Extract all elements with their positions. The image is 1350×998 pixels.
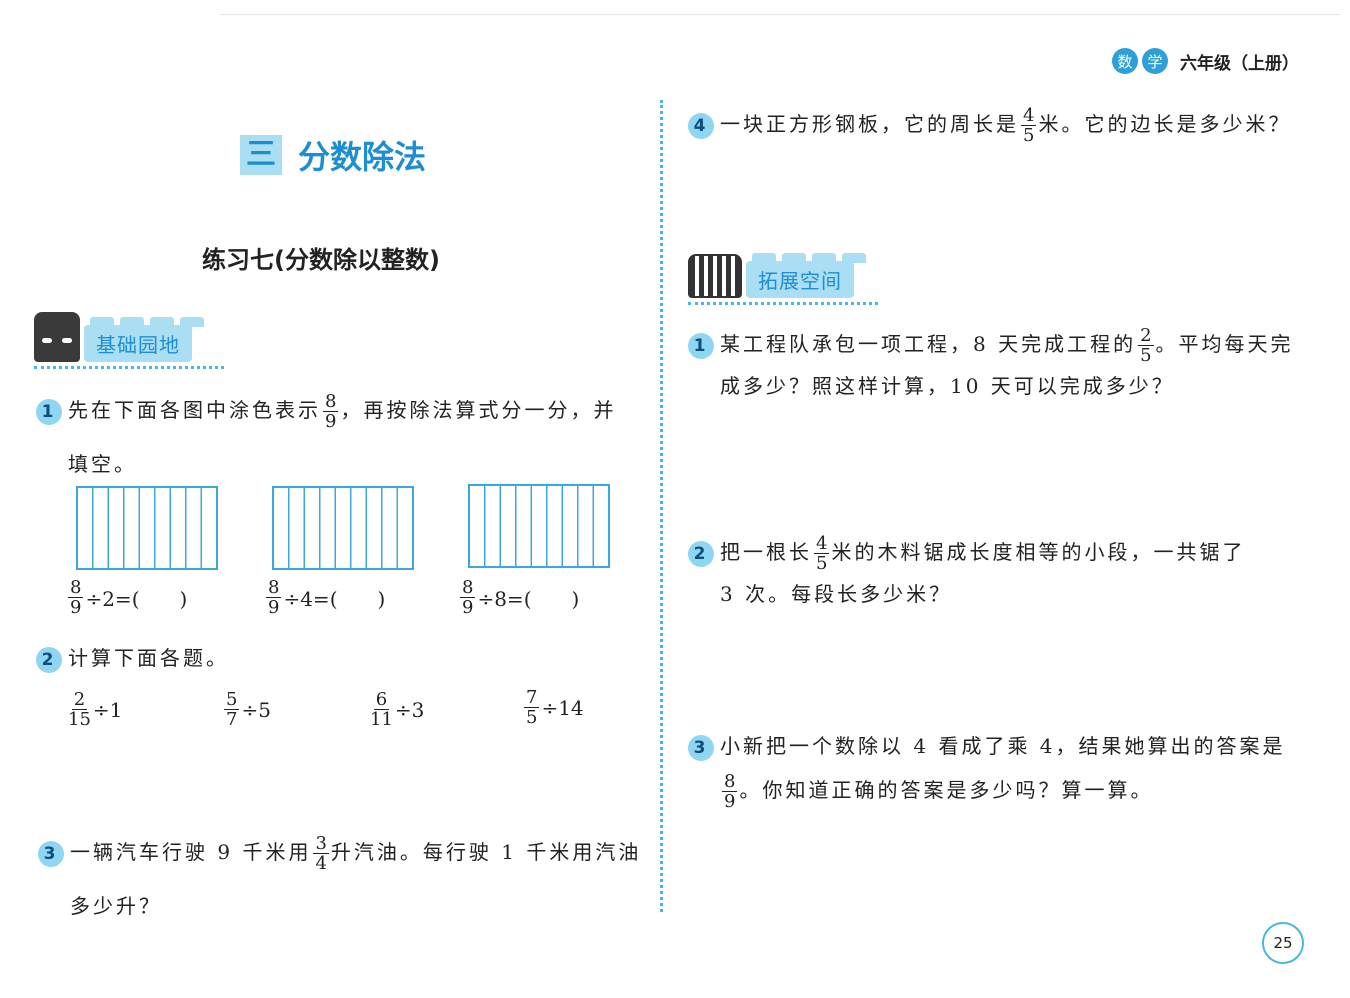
section-label-wrap: 拓展空间 — [746, 253, 866, 298]
grade-label: 六年级（上册） — [1180, 53, 1299, 74]
section-extension: 拓展空间 — [688, 253, 878, 305]
shading-grid-3[interactable] — [468, 484, 610, 568]
extension-question-2-cont: 3 次。每段长多少米？ — [720, 582, 953, 606]
expression-text: ÷4=( ) — [283, 587, 386, 611]
page-number: 25 — [1262, 922, 1304, 964]
question-number: 4 — [688, 112, 714, 139]
section-label: 拓展空间 — [746, 261, 854, 298]
section-label-wrap: 基础园地 — [84, 317, 204, 362]
question-3-cont: 多少升？ — [70, 894, 162, 918]
question-text: ，再按除法算式分一分，并 — [340, 398, 617, 422]
exercise-title: 练习七(分数除以整数) — [202, 246, 440, 274]
question-text: 先在下面各图中涂色表示 — [68, 398, 321, 422]
subject-badge-1: 数 — [1112, 48, 1138, 74]
extension-question-1-cont: 成多少？照这样计算，10 天可以完成多少？ — [720, 374, 1175, 398]
expression-text: ÷2=( ) — [85, 587, 188, 611]
question-number: 3 — [38, 840, 64, 867]
chapter-heading: 三 分数除法 — [240, 132, 426, 178]
question-1-cont: 填空。 — [68, 452, 137, 476]
shading-grid-2[interactable] — [272, 486, 414, 570]
question-number: 1 — [688, 332, 714, 359]
question-number: 3 — [688, 734, 714, 761]
rabbit-mascot-icon — [34, 312, 80, 362]
expression-text: ÷8=( ) — [477, 587, 580, 611]
top-rule — [220, 14, 1340, 15]
chapter-number: 三 — [240, 135, 282, 175]
question-number: 2 — [688, 540, 714, 567]
shading-grid-1[interactable] — [76, 486, 218, 570]
question-number: 1 — [36, 398, 62, 425]
page-header: 数 学 六年级（上册） — [1112, 48, 1299, 74]
question-number: 2 — [36, 646, 62, 673]
column-divider — [660, 100, 663, 912]
subject-badge-2: 学 — [1142, 48, 1168, 74]
section-dotline — [688, 302, 878, 305]
chapter-title: 分数除法 — [298, 138, 427, 176]
question-text: 计算下面各题。 — [68, 646, 229, 670]
section-basic: 基础园地 — [34, 312, 224, 369]
zebra-mascot-icon — [688, 254, 742, 298]
section-dotline — [34, 366, 224, 369]
section-label: 基础园地 — [84, 325, 192, 362]
